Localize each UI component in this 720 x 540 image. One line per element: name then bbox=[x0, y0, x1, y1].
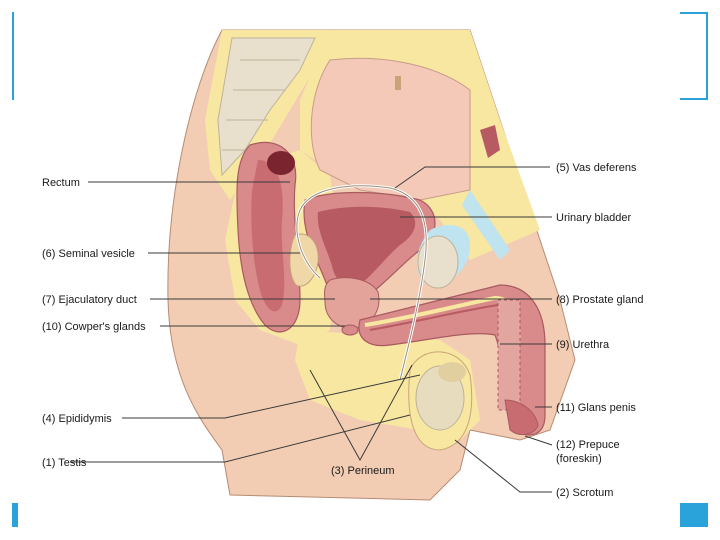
label-prepuce-foreskin: (foreskin) bbox=[556, 453, 602, 465]
label-testis: (1) Testis bbox=[42, 457, 87, 469]
label-urinary-bladder: Urinary bladder bbox=[556, 212, 632, 224]
label-vas-deferens: (5) Vas deferens bbox=[556, 162, 637, 174]
label-scrotum: (2) Scrotum bbox=[556, 487, 613, 499]
leader-prepuce bbox=[525, 436, 552, 445]
label-ejaculatory-duct: (7) Ejaculatory duct bbox=[42, 294, 137, 306]
label-epididymis: (4) Epididymis bbox=[42, 413, 112, 425]
label-rectum: Rectum bbox=[42, 177, 80, 189]
label-prostate-gland: (8) Prostate gland bbox=[556, 294, 643, 306]
label-glans-penis: (11) Glans penis bbox=[556, 402, 636, 414]
label-urethra: (9) Urethra bbox=[556, 339, 610, 351]
label-cowpers-glands: (10) Cowper's glands bbox=[42, 321, 146, 333]
scrotum-organ bbox=[409, 352, 472, 450]
leader-scrotum bbox=[455, 440, 552, 492]
label-seminal-vesicle: (6) Seminal vesicle bbox=[42, 248, 135, 260]
label-prepuce: (12) Prepuce bbox=[556, 439, 620, 451]
label-perineum: (3) Perineum bbox=[331, 465, 395, 477]
